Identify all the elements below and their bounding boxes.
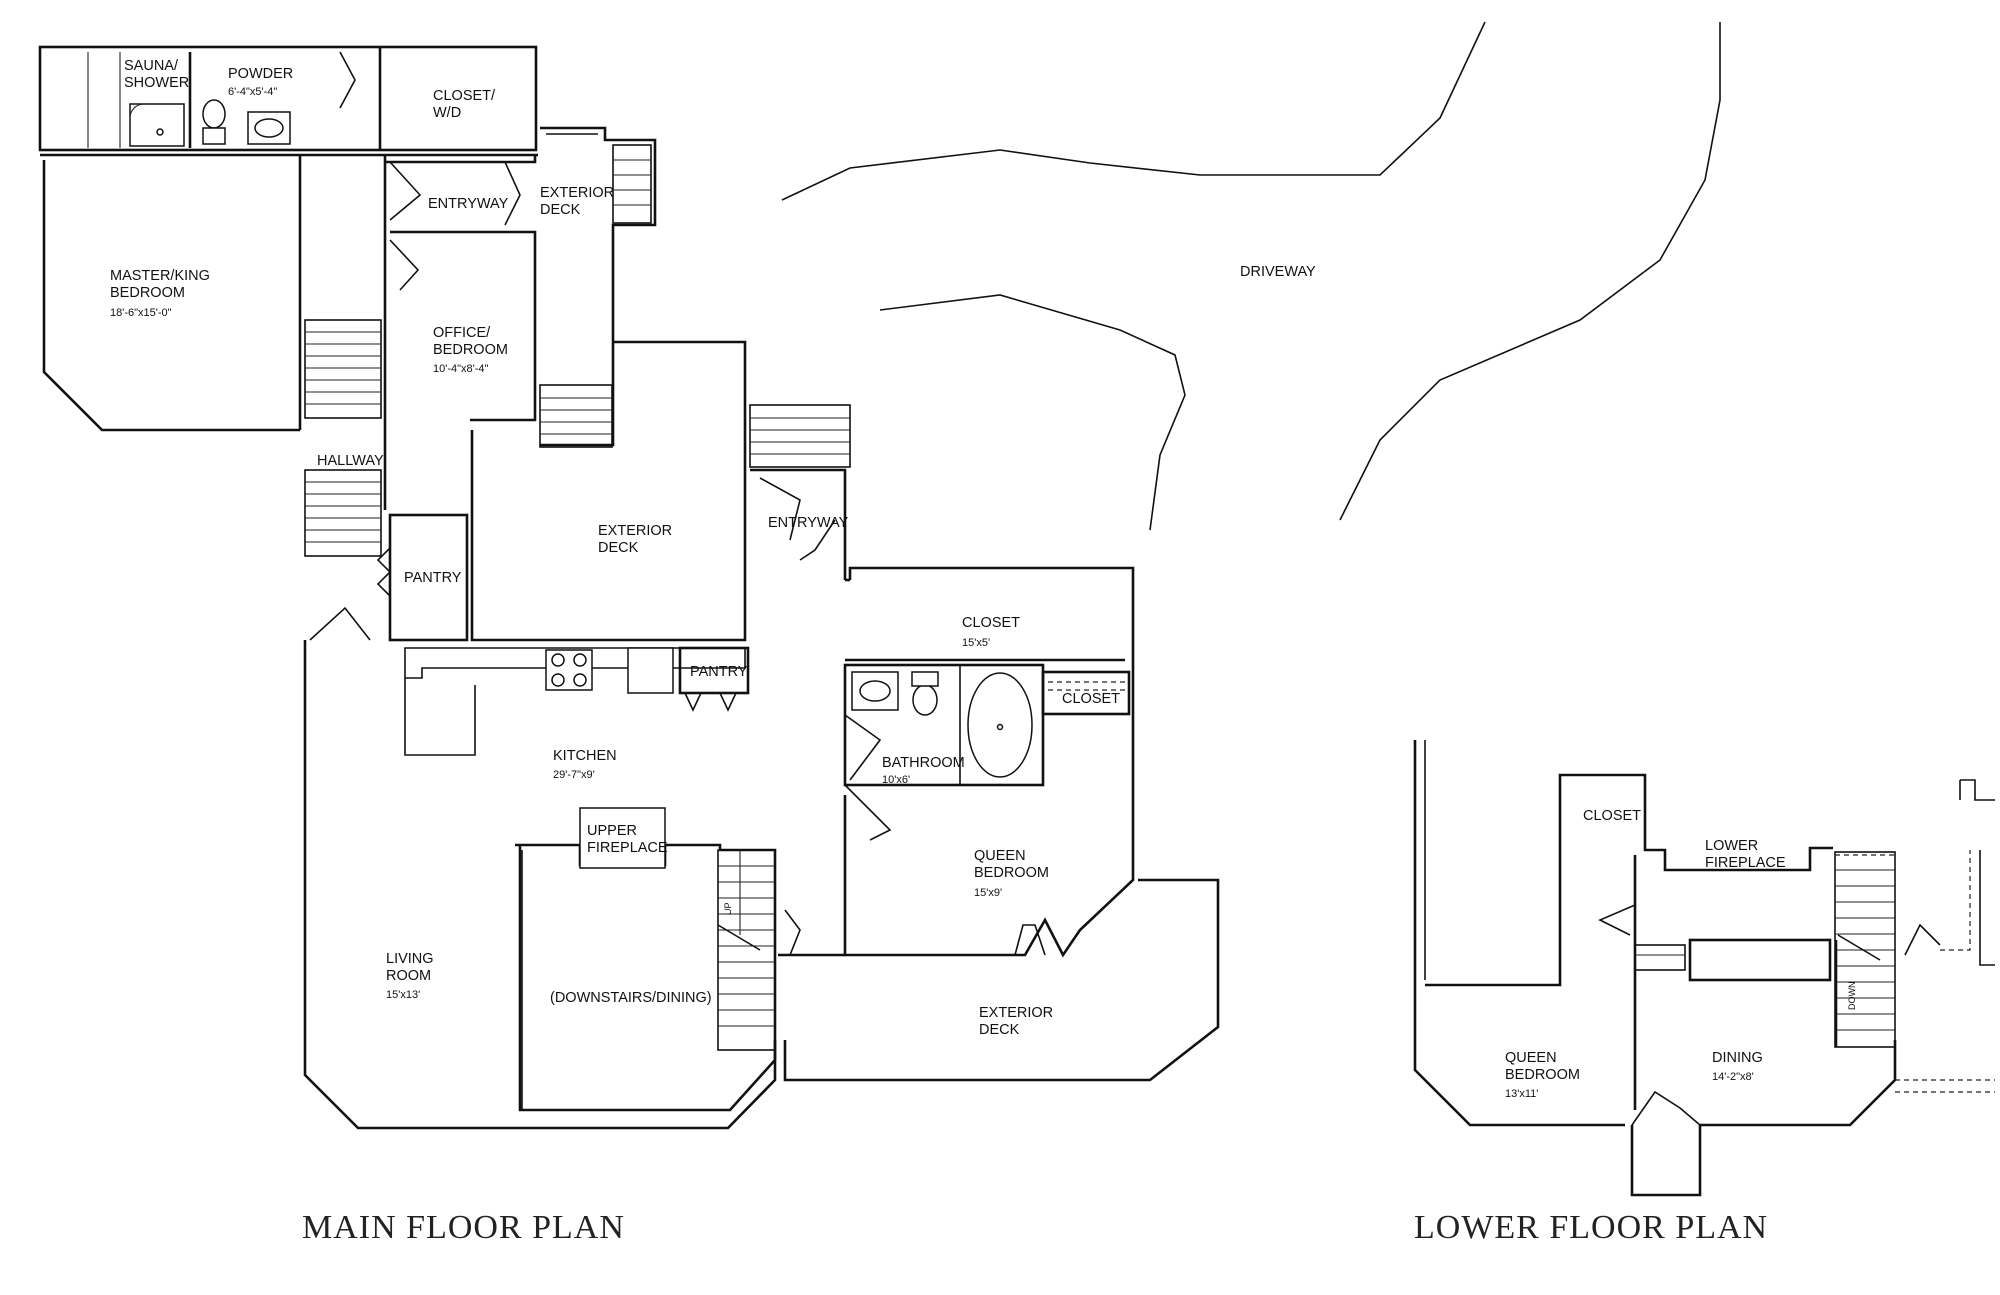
label-bathroom: BATHROOM: [882, 755, 965, 771]
label-powder-dim: 6'-4"x5'-4": [228, 86, 277, 98]
label-lower-dining: DINING: [1712, 1050, 1763, 1066]
label-entryway-mid: ENTRYWAY: [768, 515, 849, 531]
label-powder: POWDER: [228, 66, 293, 82]
label-lower-closet: CLOSET: [1583, 808, 1641, 824]
label-office-dim: 10'-4"x8'-4": [433, 363, 489, 375]
label-lower-dining-dim: 14'-2"x8': [1712, 1071, 1754, 1083]
driveway-outline: [781, 21, 1721, 531]
label-bathroom-dim: 10'x6': [882, 774, 910, 786]
label-kitchen-dim: 29'-7"x9': [553, 769, 595, 781]
lower-floor-title: LOWER FLOOR PLAN: [1414, 1209, 1768, 1246]
label-stair-down: DOWN: [1847, 982, 1857, 1011]
label-entryway-top: ENTRYWAY: [428, 196, 509, 212]
label-lower-queen-dim: 13'x11': [1505, 1088, 1538, 1100]
label-closet-big: CLOSET: [962, 615, 1020, 631]
label-driveway: DRIVEWAY: [1240, 264, 1316, 280]
label-office: OFFICE/BEDROOM: [433, 325, 508, 358]
label-hallway: HALLWAY: [317, 453, 384, 469]
main-floor: [38, 45, 1220, 1130]
hallway-stair-treads: [305, 331, 381, 543]
label-closet-wd: CLOSET/W/D: [433, 88, 496, 121]
label-master-dim: 18'-6"x15'-0": [110, 307, 172, 319]
label-kitchen: KITCHEN: [553, 748, 617, 764]
label-pantry-right: PANTRY: [690, 664, 748, 680]
room-labels: SAUNA/SHOWER POWDER 6'-4"x5'-4" CLOSET/W…: [110, 58, 1857, 1100]
label-queen-dim: 15'x9': [974, 887, 1002, 899]
label-closet-big-dim: 15'x5': [962, 637, 990, 649]
lower-floor: [1413, 740, 1995, 1197]
main-floor-title: MAIN FLOOR PLAN: [302, 1209, 625, 1246]
label-stair-up: UP: [723, 902, 733, 915]
label-living-dim: 15'x13': [386, 989, 420, 1001]
label-downstairs: (DOWNSTAIRS/DINING): [550, 990, 712, 1006]
label-pantry-left: PANTRY: [404, 570, 462, 586]
label-closet-small: CLOSET: [1062, 691, 1120, 707]
label-sauna: SAUNA/SHOWER: [124, 58, 189, 91]
